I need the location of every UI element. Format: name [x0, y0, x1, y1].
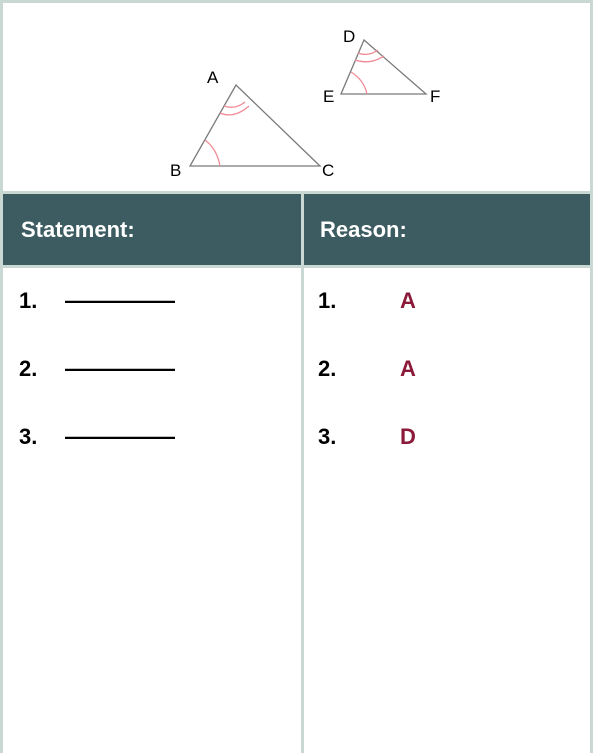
- reason-column: 1. A 2. A 3. D: [304, 268, 590, 492]
- statement-number-2: 2.: [19, 356, 38, 381]
- reason-number-2: 2.: [318, 356, 337, 381]
- reason-number-1: 1.: [318, 288, 337, 313]
- angle-e-mark: [350, 71, 368, 95]
- reason-row-2: 2. A: [304, 356, 590, 424]
- vertex-label-c: C: [322, 161, 334, 180]
- vertex-label-b: B: [170, 161, 181, 180]
- statement-number-1: 1.: [19, 288, 38, 313]
- vertex-label-d: D: [343, 27, 355, 46]
- similar-triangles-diagram: A B C D E F: [170, 27, 440, 180]
- statement-blank-2[interactable]: —————: [65, 356, 175, 381]
- reason-value-1: A: [400, 288, 416, 313]
- statement-blank-3[interactable]: —————: [65, 424, 175, 449]
- triangle-abc: [188, 83, 322, 167]
- column-divider: [301, 194, 304, 753]
- reason-header: Reason:: [320, 216, 407, 242]
- reason-row-1: 1. A: [304, 288, 590, 356]
- vertex-label-f: F: [430, 87, 440, 106]
- statement-header: Statement:: [21, 216, 135, 242]
- reason-number-3: 3.: [318, 424, 337, 449]
- diagram-cell: A B C D E F: [3, 3, 590, 194]
- angle-a-mark-outer: [219, 105, 250, 116]
- statement-number-3: 3.: [19, 424, 38, 449]
- vertex-label-a: A: [207, 68, 219, 87]
- angle-d-mark-outer: [354, 55, 385, 63]
- statement-row-3: 3. —————: [3, 424, 301, 492]
- vertex-label-e: E: [323, 87, 334, 106]
- statement-blank-1[interactable]: —————: [65, 288, 175, 313]
- reason-row-3: 3. D: [304, 424, 590, 492]
- angle-d-mark-inner: [357, 49, 379, 56]
- table-header-row: Statement: Reason:: [3, 194, 590, 268]
- statement-column: 1. ————— 2. ————— 3. —————: [3, 268, 301, 492]
- triangle-def: [340, 38, 428, 95]
- reason-value-2: A: [400, 356, 416, 381]
- reason-value-3: D: [400, 424, 416, 449]
- angle-a-mark-inner: [223, 101, 246, 108]
- angle-b-mark: [204, 139, 221, 167]
- statement-row-1: 1. —————: [3, 288, 301, 356]
- statement-row-2: 2. —————: [3, 356, 301, 424]
